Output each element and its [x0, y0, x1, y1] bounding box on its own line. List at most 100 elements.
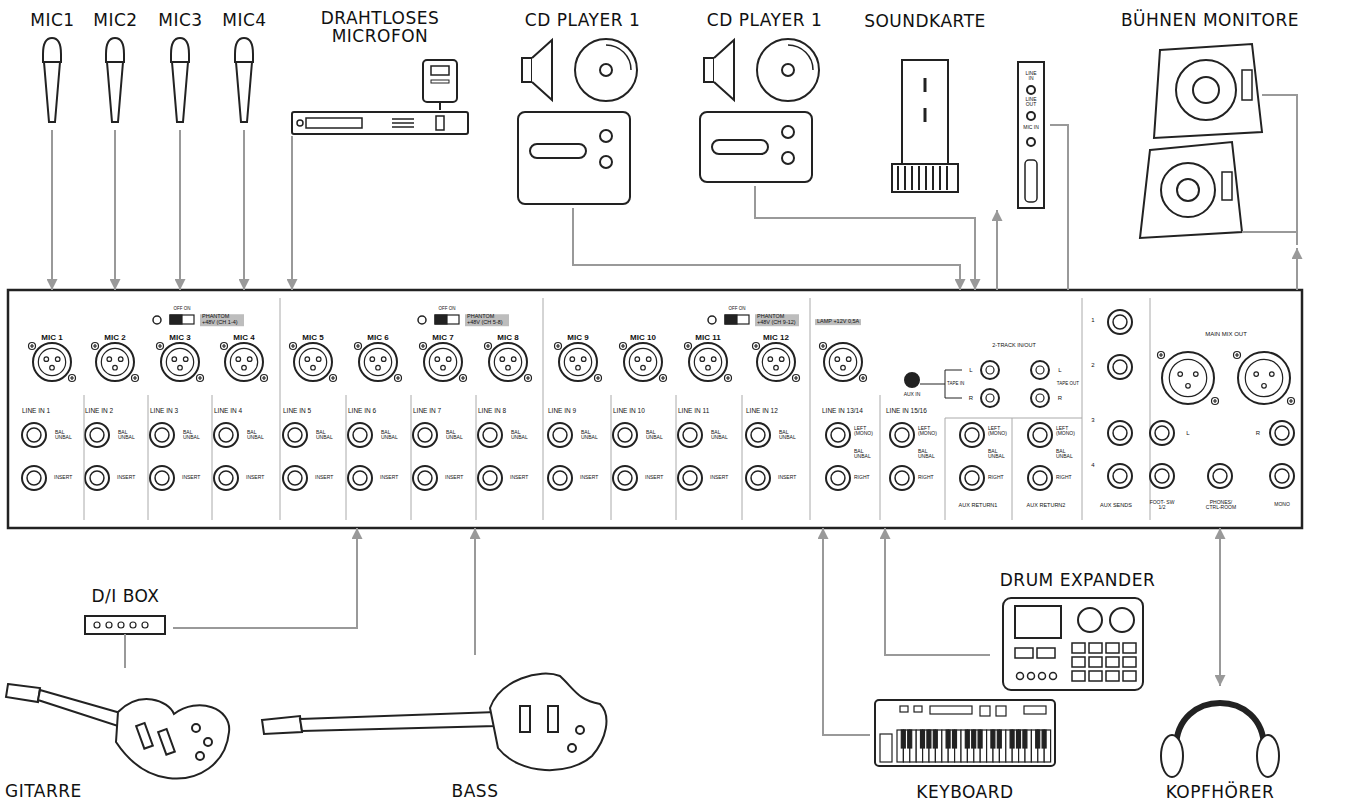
bal-unbal-label: BAL UNBAL: [1056, 449, 1076, 460]
microphone-icon-part: [236, 62, 252, 122]
keyboard-icon-part-part: [965, 730, 969, 748]
channel-side-label: L: [1186, 430, 1189, 436]
xlr-socket-part: [821, 344, 825, 348]
aux-send-number: 3: [1091, 417, 1094, 423]
drum-expander-icon-part: [1110, 608, 1134, 632]
jack-socket-part: [553, 428, 567, 442]
line-in-label: LINE IN 8: [478, 408, 506, 415]
rca-socket-part: [1036, 394, 1044, 402]
insert-label: INSERT: [54, 475, 72, 480]
xlr-socket-part: [330, 375, 337, 382]
bass-icon-part: [262, 716, 302, 734]
xlr-socket-part: [1234, 352, 1241, 359]
wireless-receiver-part: [392, 122, 414, 124]
keyboard-icon-part-part: [997, 730, 1001, 748]
microphone-icon: [171, 38, 189, 122]
microphone-icon-part: [44, 62, 60, 122]
section-label: AUX SENDS: [1100, 503, 1132, 509]
jack-socket-part: [1155, 469, 1169, 483]
xlr-socket-part: [646, 357, 651, 362]
xlr-socket-part: [420, 343, 427, 350]
xlr-socket-part: [629, 348, 656, 375]
guitar-icon-part: [196, 752, 204, 760]
signal-cable: [1050, 125, 1068, 290]
jack-label: RIGHT: [918, 475, 934, 480]
line-in-label: LINE IN 2: [85, 408, 113, 415]
panel-divider: [945, 418, 1082, 419]
cd-player-icon-part: [712, 140, 768, 154]
xlr-socket: [555, 343, 602, 382]
bal-unbal-label: BAL UNBAL: [918, 449, 938, 460]
insert-label: INSERT: [117, 475, 135, 480]
xlr-socket-part: [595, 375, 602, 382]
line-in-label: LINE IN 6: [348, 408, 376, 415]
jack-socket-part: [150, 423, 174, 447]
phantom-led: [708, 316, 716, 324]
jack-socket-part: [965, 428, 979, 442]
xlr-socket-part: [396, 376, 400, 380]
jack-socket-part: [895, 471, 909, 485]
jack-socket-part: [1108, 310, 1132, 334]
bass-icon-part: [568, 744, 576, 752]
cd-player: CD PLAYER 1: [515, 10, 650, 208]
device-label: SOUNDKARTE: [864, 13, 986, 31]
jack-socket: [283, 423, 307, 447]
signal-cable: [755, 186, 975, 290]
jack-socket: [678, 423, 702, 447]
jack-socket-part: [27, 471, 41, 485]
xlr-socket-part: [686, 344, 690, 348]
cd-player-icon-part: [700, 112, 812, 182]
xlr-socket-part: [429, 348, 456, 375]
jack-socket-part: [283, 423, 307, 447]
di-box-icon-part: [85, 616, 165, 634]
cd-player-icon-part: [757, 39, 819, 101]
panel-divider: [346, 395, 347, 520]
xlr-socket: [29, 343, 76, 382]
drum-expander-icon-part-part: [1106, 643, 1119, 653]
aux-send-number: 2: [1091, 362, 1094, 368]
xlr-socket-part: [221, 343, 228, 350]
jack-socket-part: [618, 428, 632, 442]
xlr-socket-part: [494, 348, 521, 375]
jack-socket: [478, 466, 502, 490]
drum-expander-icon-part: [1017, 643, 1137, 681]
sound-card: SOUNDKARTELINE INLINE OUTMIC IN: [860, 10, 1050, 210]
xlr-socket-part: [794, 376, 798, 380]
jack-socket: [1108, 464, 1132, 488]
microphone: MIC4: [216, 10, 272, 130]
bass-icon-part: [300, 712, 496, 731]
xlr-socket-part: [38, 348, 65, 375]
drum-expander-icon-part-part: [1123, 671, 1136, 681]
panel-divider: [1150, 298, 1151, 520]
illustration-part: [6, 38, 1302, 779]
wireless-transmitter: [423, 60, 457, 110]
computer-tower-icon-part-part: [897, 166, 899, 190]
sound-card-icon-part: [1018, 62, 1044, 208]
xlr-socket-part: [183, 357, 188, 362]
xlr-socket-part: [1178, 372, 1183, 377]
jack-socket-part: [746, 466, 770, 490]
jack-socket: [1028, 423, 1052, 447]
bass-icon-part: [576, 726, 584, 734]
xlr-socket-part: [624, 343, 662, 381]
channel-label: MIC 8: [497, 334, 518, 342]
xlr-socket-part: [526, 376, 530, 380]
di-box-icon: [85, 616, 165, 634]
cd-player-icon-part: [788, 45, 813, 70]
microphone-icon-part: [43, 38, 61, 62]
xlr-socket-part: [861, 376, 865, 380]
jack-socket-part: [418, 428, 432, 442]
sound-card-icon-part: [1027, 112, 1035, 120]
sound-card-icon-part: [1025, 160, 1037, 202]
jack-socket-part: [22, 466, 46, 490]
jack-socket-part: [683, 471, 697, 485]
jack-label: PHONES/ CTRL-ROOM: [1203, 500, 1239, 511]
jack-socket: [548, 423, 572, 447]
xlr-socket-part: [299, 348, 326, 375]
cd-player-icon-part: [600, 64, 612, 76]
drum-expander-icon-part-part: [1017, 673, 1024, 680]
jack-socket-part: [678, 466, 702, 490]
guitar-icon-part: [192, 724, 200, 732]
xlr-socket-part: [395, 375, 402, 382]
microphone-icon-part: [106, 38, 124, 62]
